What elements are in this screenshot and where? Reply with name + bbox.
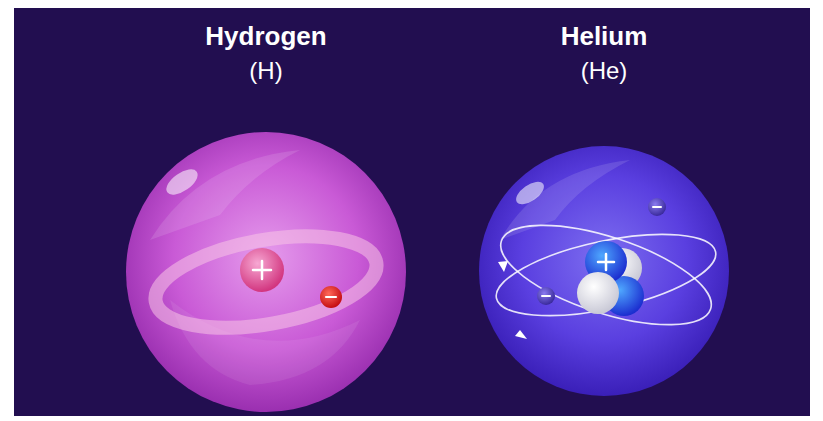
background-panel — [14, 8, 810, 416]
electron — [648, 198, 666, 216]
electron-orbit — [490, 205, 723, 345]
atom-node: Hydrogen (H) — [116, 20, 416, 415]
element-name: Helium — [454, 20, 754, 52]
atom-node: Helium (He) — [454, 20, 754, 415]
neutron — [577, 272, 619, 314]
element-symbol: (H) — [116, 56, 416, 86]
electron-orbit — [148, 221, 383, 343]
electron — [320, 286, 342, 308]
proton — [240, 248, 284, 292]
helium-sphere — [479, 146, 729, 396]
element-symbol: (He) — [454, 56, 754, 86]
hydrogen-sphere — [126, 132, 406, 412]
electron — [537, 287, 555, 305]
element-name: Hydrogen — [116, 20, 416, 52]
